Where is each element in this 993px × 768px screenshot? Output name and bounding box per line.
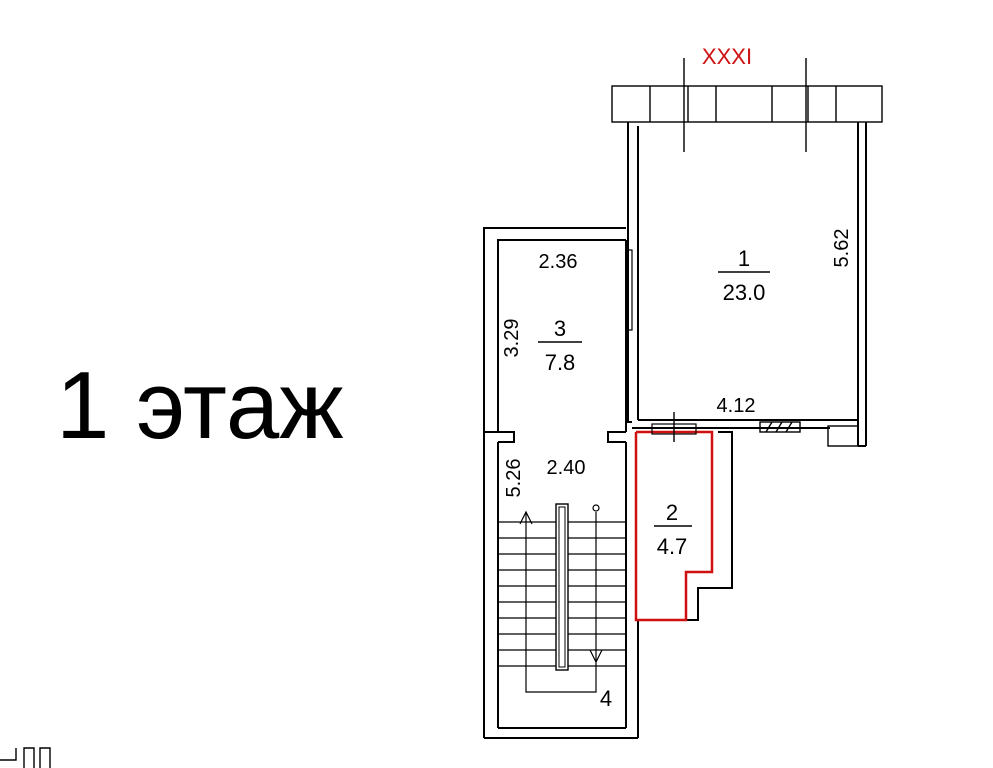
stair-handrail — [555, 503, 569, 671]
room-2-number: 2 — [666, 500, 678, 525]
room-4-walls — [484, 431, 733, 739]
staircase — [498, 503, 626, 693]
room-3-width-dimension: 2.36 — [539, 251, 578, 273]
room-1-number: 1 — [738, 246, 750, 271]
axis-label: XXXI — [702, 44, 752, 69]
stair-walk-line — [525, 512, 597, 693]
room-1-width-dimension: 4.12 — [717, 395, 756, 417]
stair-handrail-inner — [558, 506, 566, 668]
stair-down-arrow — [589, 649, 603, 664]
room-1-label: 1 23.0 — [718, 246, 770, 305]
room-1-walls — [625, 122, 867, 447]
room-1-height-dimension: 5.62 — [831, 229, 853, 268]
facade-strip — [611, 85, 883, 123]
stair-up-arrow — [519, 510, 533, 525]
room-3-height-dimension: 3.29 — [501, 319, 523, 358]
room-3-number: 3 — [554, 316, 566, 341]
neighbor-fragment — [0, 747, 51, 768]
room-4-height-dimension: 5.26 — [503, 459, 525, 498]
room-3-label: 3 7.8 — [538, 316, 582, 375]
floor-title: 1 этаж — [56, 352, 344, 459]
room-4-width-dimension: 2.40 — [547, 457, 586, 479]
stair-start-dot — [592, 504, 600, 512]
room-4-number: 4 — [600, 686, 612, 711]
room-1-area: 23.0 — [723, 280, 766, 305]
room-2-highlight — [634, 412, 714, 622]
room-3-area: 7.8 — [545, 350, 576, 375]
room-2-label: 2 4.7 — [654, 500, 692, 559]
axis-marker: XXXI — [683, 44, 807, 152]
room-2-area: 4.7 — [657, 534, 688, 559]
room-3-walls — [483, 227, 627, 738]
